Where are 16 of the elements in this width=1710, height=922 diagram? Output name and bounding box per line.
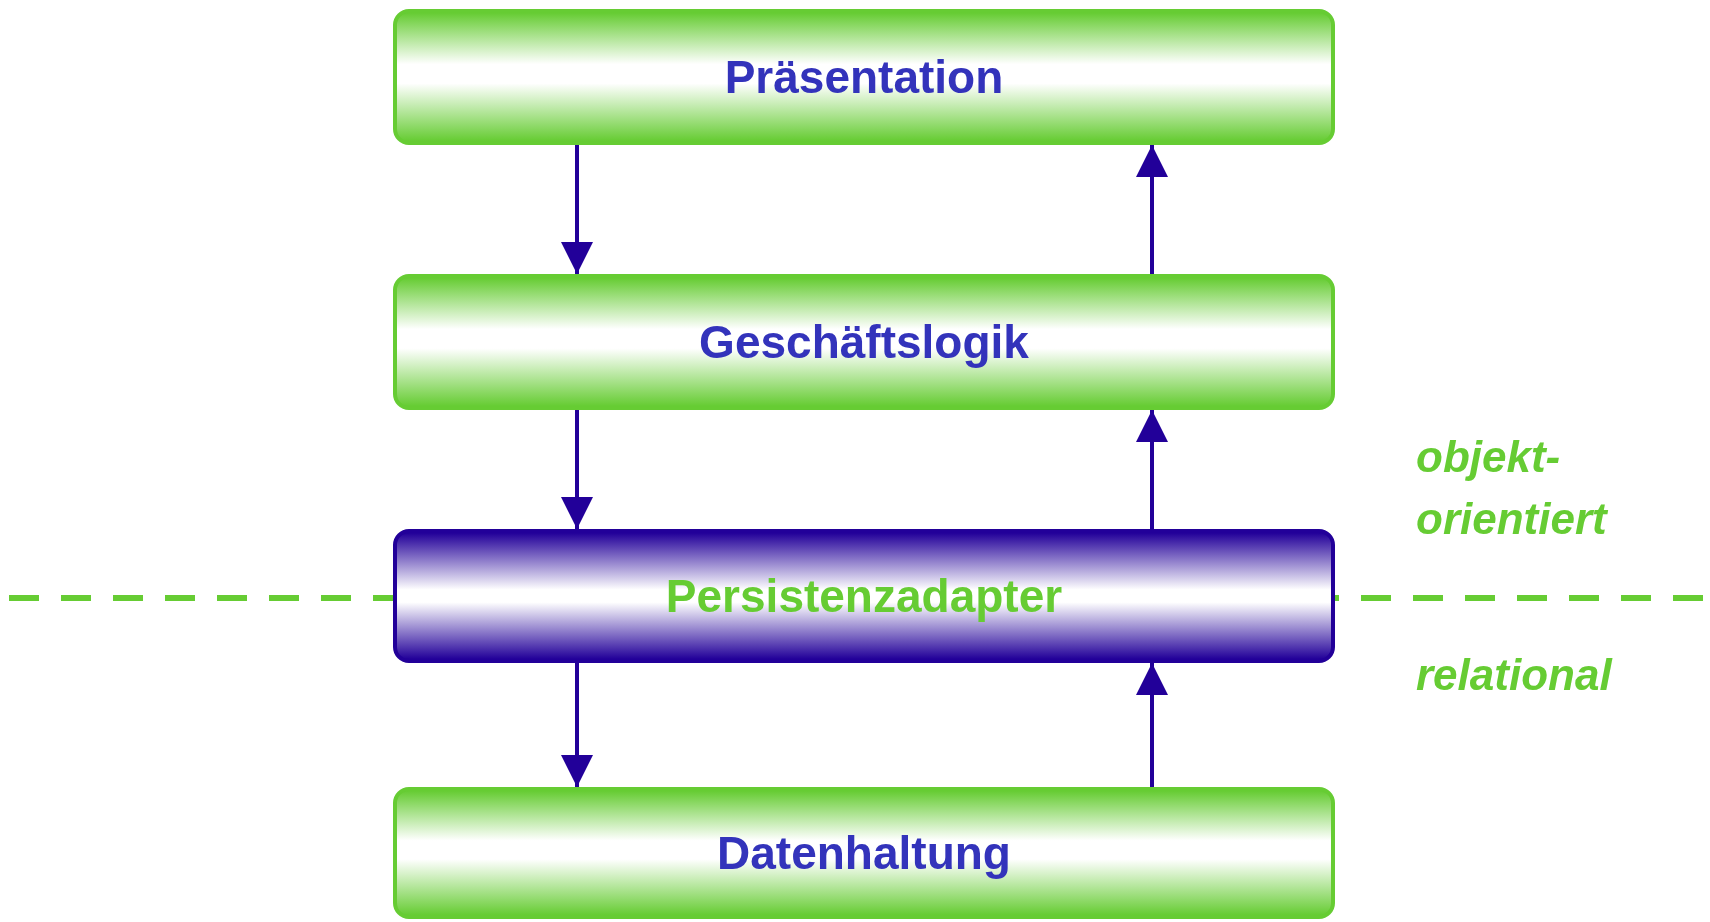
layer-box <box>393 9 1335 145</box>
arrow <box>1136 663 1168 787</box>
layer-label: Geschäftslogik <box>699 314 1029 370</box>
layer-box <box>393 529 1335 663</box>
side-label: relational <box>1416 649 1614 701</box>
arrow <box>1136 410 1168 529</box>
arrow <box>1136 145 1168 274</box>
layer-box <box>393 787 1335 919</box>
layer-box <box>393 274 1335 410</box>
layer-label: Datenhaltung <box>717 825 1011 881</box>
layer-label: Persistenzadapter <box>665 568 1063 624</box>
arrow <box>561 410 593 529</box>
layer-label: Präsentation <box>724 49 1004 105</box>
side-label: objekt- orientiert <box>1416 431 1609 545</box>
arrow <box>561 663 593 787</box>
arrow <box>561 145 593 274</box>
